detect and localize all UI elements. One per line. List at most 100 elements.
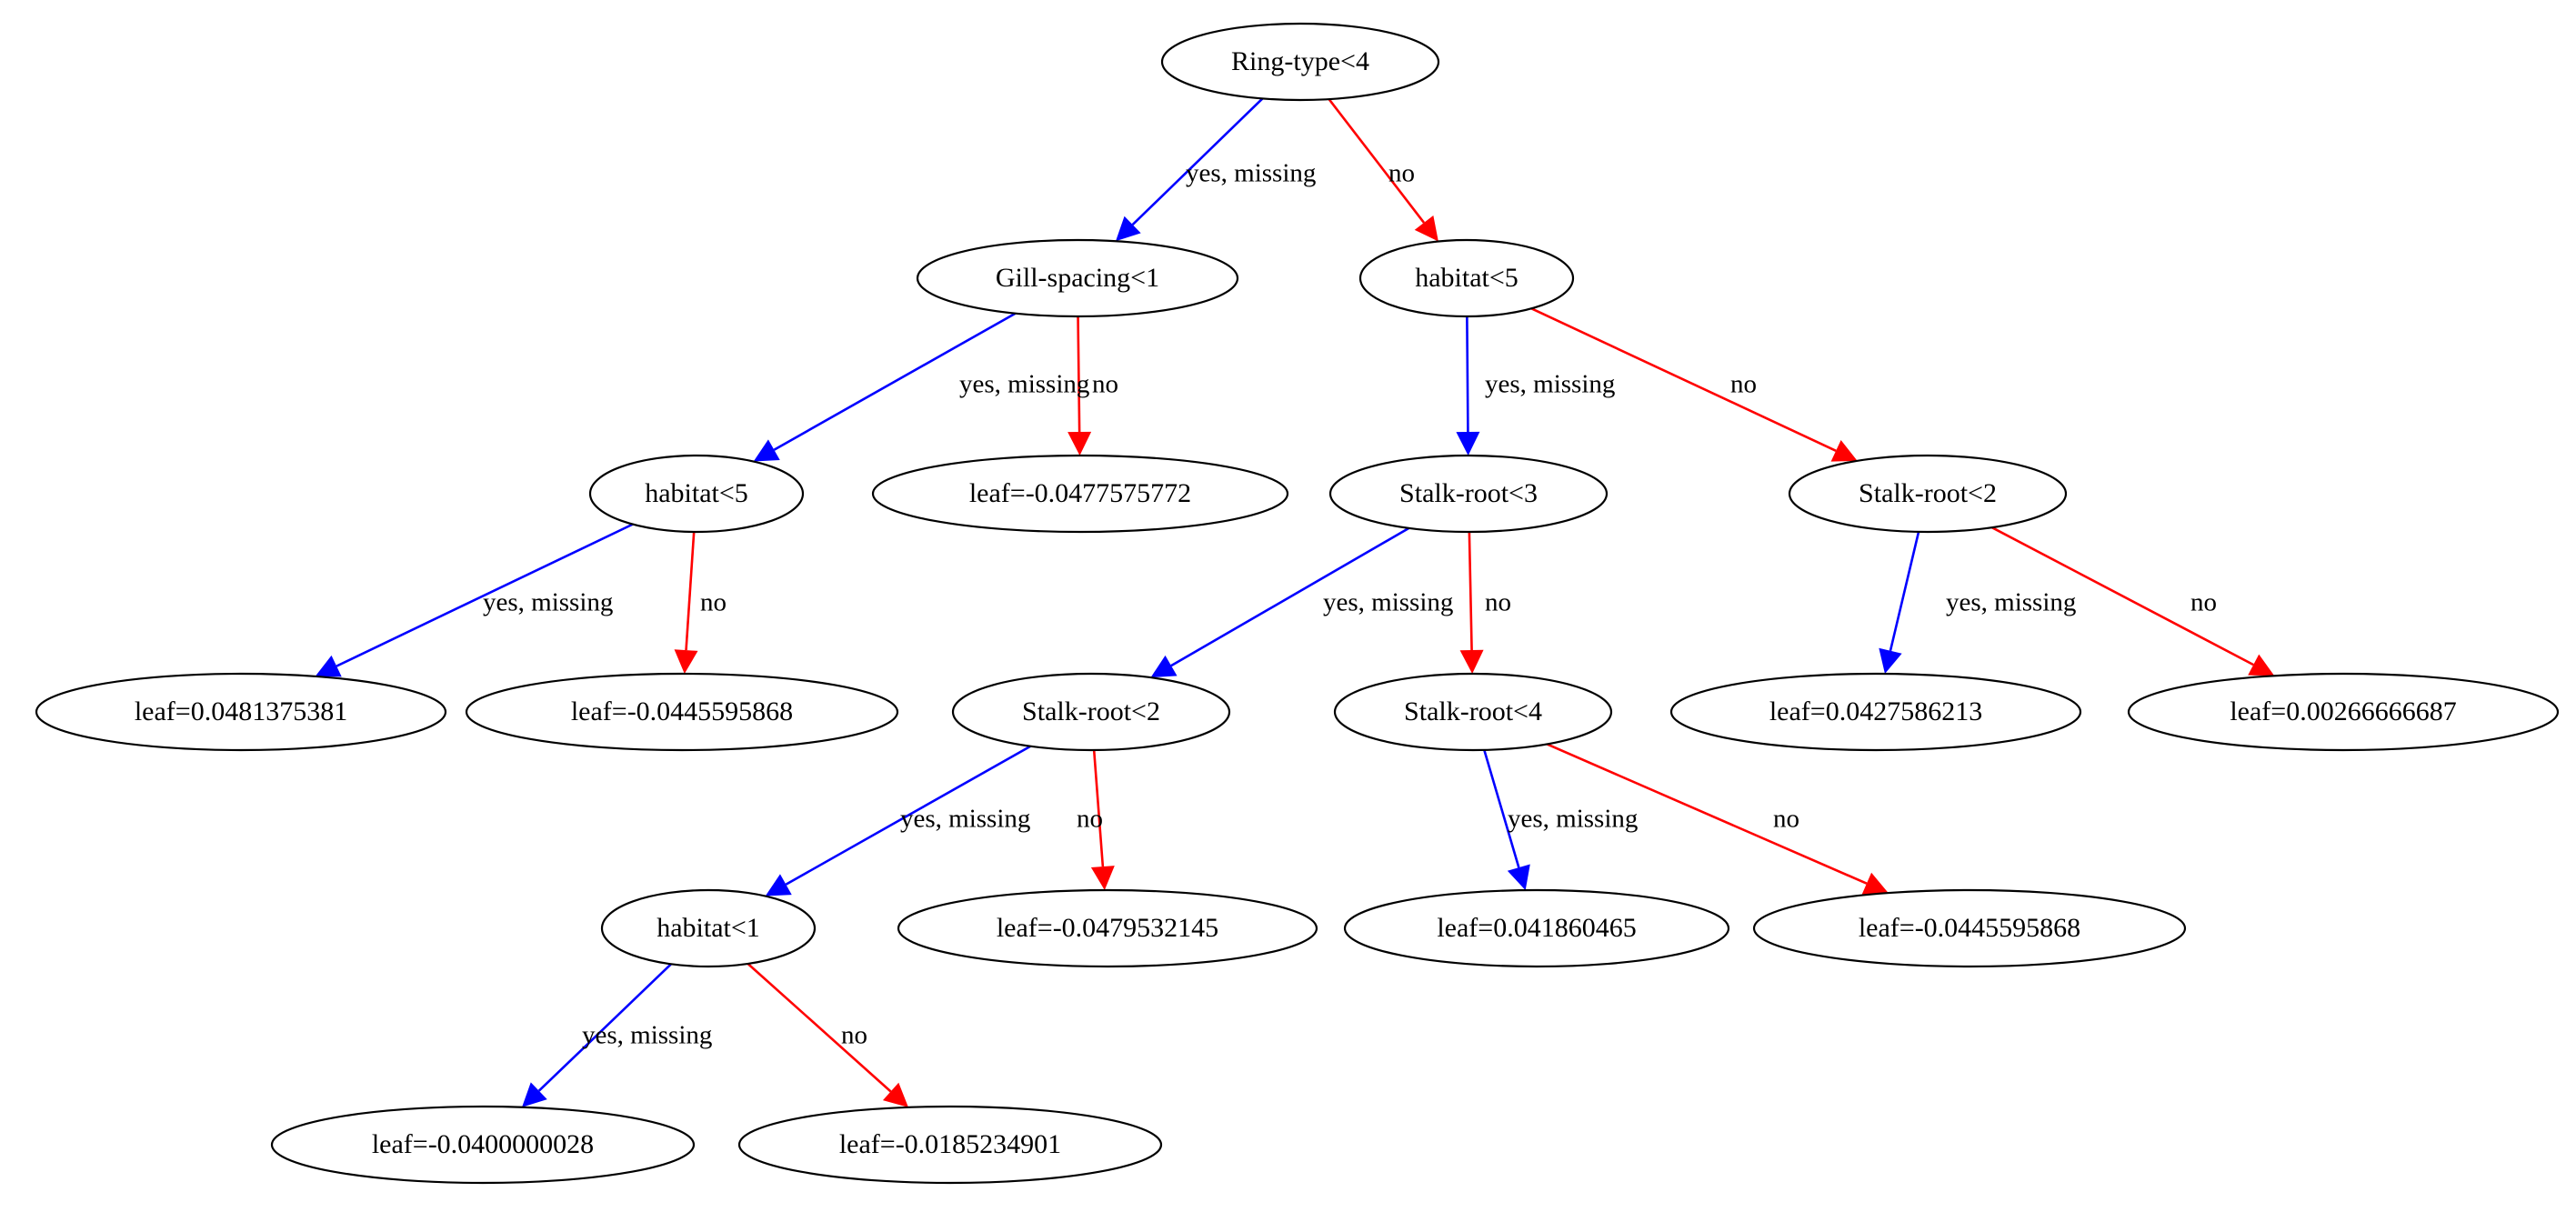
tree-leaf-node[interactable]: leaf=-0.0477575772 — [871, 454, 1289, 534]
tree-edge-yes — [1131, 97, 1264, 226]
tree-leaf-node[interactable]: leaf=-0.0400000028 — [270, 1105, 696, 1185]
edge-label-no: no — [1077, 805, 1103, 834]
edge-label-yes: yes, missing — [959, 370, 1089, 399]
node-label: leaf=0.0481375381 — [135, 696, 347, 726]
tree-edge-arrowhead-no — [1067, 431, 1092, 456]
tree-edge-yes — [1466, 316, 1469, 433]
node-label: Stalk-root<2 — [1022, 696, 1160, 726]
node-ellipse — [871, 454, 1289, 534]
tree-leaf-node[interactable]: leaf=0.041860465 — [1343, 888, 1730, 968]
tree-edge-arrowhead-yes — [1879, 647, 1902, 675]
tree-split-node[interactable]: habitat<1 — [600, 888, 817, 968]
node-label: habitat<5 — [645, 478, 748, 508]
node-label: leaf=-0.0477575772 — [969, 478, 1191, 508]
tree-leaf-node[interactable]: leaf=0.00266666687 — [2127, 672, 2560, 752]
edge-label-yes: yes, missing — [582, 1021, 712, 1050]
edge-label-yes: yes, missing — [1485, 370, 1615, 399]
node-label: habitat<5 — [1415, 263, 1519, 293]
node-label: Stalk-root<3 — [1399, 478, 1538, 508]
edge-label-no: no — [700, 588, 727, 617]
tree-split-node[interactable]: Stalk-root<2 — [951, 672, 1231, 752]
node-label: leaf=-0.0445595868 — [1859, 913, 2080, 943]
edge-label-yes: yes, missing — [1323, 588, 1453, 617]
tree-split-node[interactable]: Stalk-root<4 — [1333, 672, 1613, 752]
edge-label-yes: yes, missing — [1508, 805, 1638, 834]
node-label: leaf=0.0427586213 — [1769, 696, 1982, 726]
tree-edge-arrowhead-no — [882, 1082, 908, 1107]
tree-edge-arrowhead-yes — [1150, 655, 1178, 678]
tree-edge-arrowhead-no — [2248, 654, 2275, 676]
node-ellipse — [1669, 672, 2082, 752]
tree-leaf-node[interactable]: leaf=0.0481375381 — [35, 672, 447, 752]
node-ellipse — [465, 672, 899, 752]
tree-edge-arrowhead-no — [1090, 866, 1115, 891]
tree-leaf-node[interactable]: leaf=0.0427586213 — [1669, 672, 2082, 752]
tree-edge-no — [1468, 531, 1473, 651]
node-label: leaf=-0.0185234901 — [839, 1129, 1061, 1159]
tree-edge-arrowhead-yes — [1115, 215, 1141, 242]
edge-label-no: no — [1730, 370, 1757, 399]
node-ellipse — [2127, 672, 2560, 752]
node-label: habitat<1 — [657, 913, 760, 943]
node-label: leaf=-0.0400000028 — [372, 1129, 594, 1159]
node-label: leaf=0.041860465 — [1437, 913, 1636, 943]
node-ellipse — [737, 1105, 1163, 1185]
tree-split-node[interactable]: habitat<5 — [1358, 238, 1575, 318]
node-ellipse — [1358, 238, 1575, 318]
edge-label-no: no — [841, 1021, 867, 1050]
node-ellipse — [1328, 454, 1609, 534]
tree-edge-arrowhead-no — [674, 649, 698, 675]
edge-label-no: no — [1092, 370, 1118, 399]
tree-split-node[interactable]: Ring-type<4 — [1160, 22, 1440, 102]
node-label: leaf=-0.0445595868 — [571, 696, 793, 726]
edge-label-yes: yes, missing — [1946, 588, 2076, 617]
tree-leaf-node[interactable]: leaf=-0.0185234901 — [737, 1105, 1163, 1185]
tree-edge-yes — [773, 312, 1017, 451]
tree-split-node[interactable]: Stalk-root<2 — [1788, 454, 2068, 534]
tree-edge-yes — [336, 523, 634, 667]
tree-edge-arrowhead-no — [1861, 872, 1889, 895]
tree-edge-yes — [1889, 531, 1920, 652]
tree-leaf-node[interactable]: leaf=-0.0445595868 — [465, 672, 899, 752]
tree-split-node[interactable]: habitat<5 — [588, 454, 805, 534]
tree-leaf-node[interactable]: leaf=-0.0445595868 — [1752, 888, 2187, 968]
edge-label-no: no — [2190, 588, 2217, 617]
tree-edge-arrowhead-yes — [1456, 431, 1480, 456]
edge-label-no: no — [1485, 588, 1511, 617]
node-ellipse — [1788, 454, 2068, 534]
node-ellipse — [897, 888, 1318, 968]
tree-edge-arrowhead-no — [1830, 440, 1858, 462]
node-ellipse — [1333, 672, 1613, 752]
tree-edge-arrowhead-no — [1414, 215, 1438, 242]
tree-edge-yes — [1483, 749, 1520, 868]
node-label: leaf=0.00266666687 — [2230, 696, 2456, 726]
edge-label-no: no — [1388, 159, 1415, 188]
tree-leaf-node[interactable]: leaf=-0.0479532145 — [897, 888, 1318, 968]
tree-edge-yes — [1170, 526, 1410, 667]
node-ellipse — [270, 1105, 696, 1185]
tree-edge-yes — [537, 963, 672, 1092]
tree-edge-arrowhead-no — [1459, 649, 1484, 675]
node-label: Stalk-root<4 — [1404, 696, 1542, 726]
node-ellipse — [35, 672, 447, 752]
edge-label-no: no — [1773, 805, 1799, 834]
node-label: leaf=-0.0479532145 — [997, 913, 1218, 943]
node-label: Gill-spacing<1 — [996, 263, 1159, 293]
tree-edge-arrowhead-yes — [315, 655, 342, 677]
tree-edge-no — [747, 963, 892, 1093]
tree-split-node[interactable]: Stalk-root<3 — [1328, 454, 1609, 534]
edge-label-yes: yes, missing — [900, 805, 1030, 834]
tree-edge-no — [1092, 749, 1105, 867]
tree-edge-arrowhead-yes — [1507, 864, 1530, 891]
node-ellipse — [951, 672, 1231, 752]
tree-edge-arrowhead-yes — [753, 439, 780, 462]
tree-split-node[interactable]: Gill-spacing<1 — [916, 238, 1239, 318]
tree-edge-no — [1530, 307, 1837, 453]
tree-edge-yes — [785, 745, 1031, 886]
tree-edge-arrowhead-yes — [765, 874, 792, 896]
tree-edge-no — [1991, 526, 2254, 666]
